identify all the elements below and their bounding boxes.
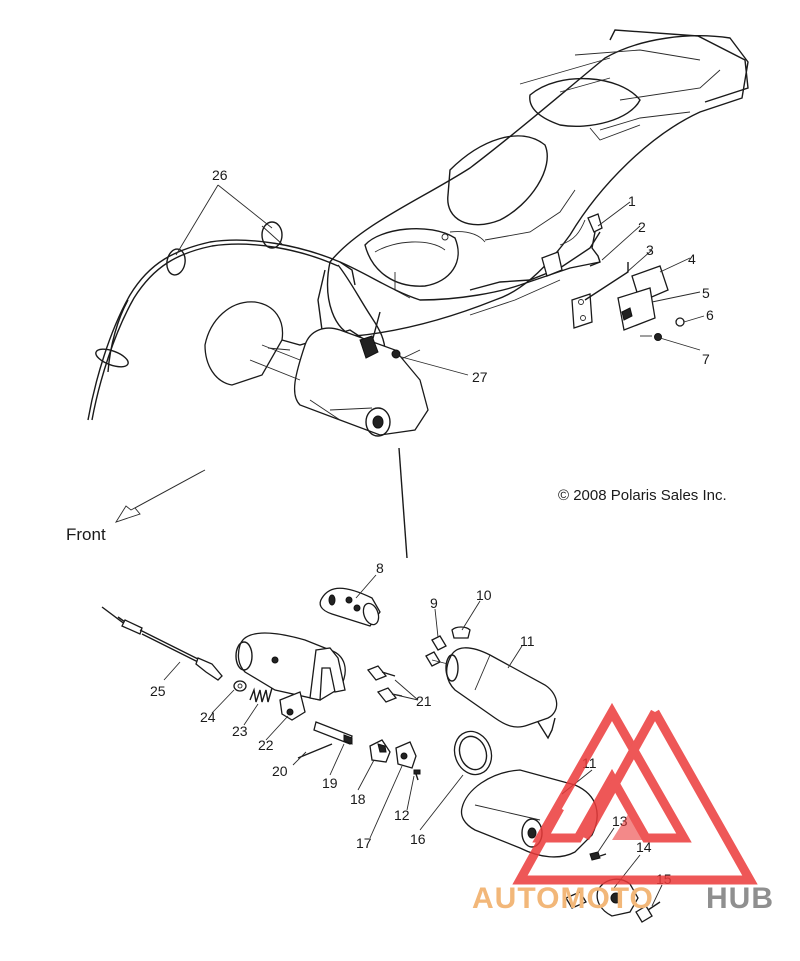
callout-13a: 12 <box>394 807 410 823</box>
wire-harness <box>87 221 521 421</box>
callout-16: 16 <box>410 831 426 847</box>
part-cable <box>101 606 223 681</box>
watermark-text-2: HUB <box>706 882 774 915</box>
part-coupler <box>319 587 381 627</box>
part-cover <box>460 769 598 858</box>
leader-line <box>398 447 408 559</box>
part-bracket <box>369 739 391 763</box>
callout-21: 21 <box>416 693 432 709</box>
callout-19: 19 <box>322 775 338 791</box>
shift-assembly <box>204 301 429 437</box>
callout-5: 5 <box>702 285 710 301</box>
callout-2: 2 <box>638 219 646 235</box>
chassis-connectors <box>519 213 685 341</box>
callout-24: 24 <box>200 709 216 725</box>
copyright-text: © 2008 Polaris Sales Inc. <box>558 487 727 504</box>
callout-11: 11 <box>520 633 535 649</box>
front-arrow <box>114 469 206 523</box>
part-ring <box>453 730 493 776</box>
callout-9: 9 <box>430 595 438 611</box>
chassis-frame <box>317 29 749 363</box>
callout-14: 14 <box>636 839 652 855</box>
callout-22: 22 <box>258 737 274 753</box>
part-shaft <box>297 721 353 759</box>
callout-3: 3 <box>646 242 654 258</box>
part-screws <box>589 851 661 923</box>
part-clip <box>395 741 421 781</box>
callout-20: 20 <box>272 763 288 779</box>
callout-10: 10 <box>476 587 492 603</box>
callout-8: 8 <box>376 560 384 576</box>
part-bolts <box>366 665 403 703</box>
part-canister <box>431 647 558 740</box>
callout-17: 17 <box>356 835 372 851</box>
part-spring <box>249 687 273 703</box>
callout-4: 4 <box>688 251 696 267</box>
callout-27: 26 <box>212 167 228 183</box>
callout-numbers: 26 1 2 3 4 5 6 7 27 8 9 10 11 21 25 24 2… <box>150 167 714 887</box>
callout-26: 27 <box>472 369 488 385</box>
callout-7: 7 <box>702 351 710 367</box>
callout-1: 1 <box>628 193 636 209</box>
front-label: Front <box>66 525 106 544</box>
watermark-logo <box>512 702 758 885</box>
part-housing <box>235 632 346 721</box>
part-end-cap <box>565 878 639 917</box>
callout-25: 25 <box>150 683 166 699</box>
watermark-text-1: AUTOMOTO <box>472 882 654 915</box>
callout-23: 23 <box>232 723 248 739</box>
part-washer <box>233 680 247 692</box>
callout-18: 18 <box>350 791 366 807</box>
callout-6: 6 <box>706 307 714 323</box>
